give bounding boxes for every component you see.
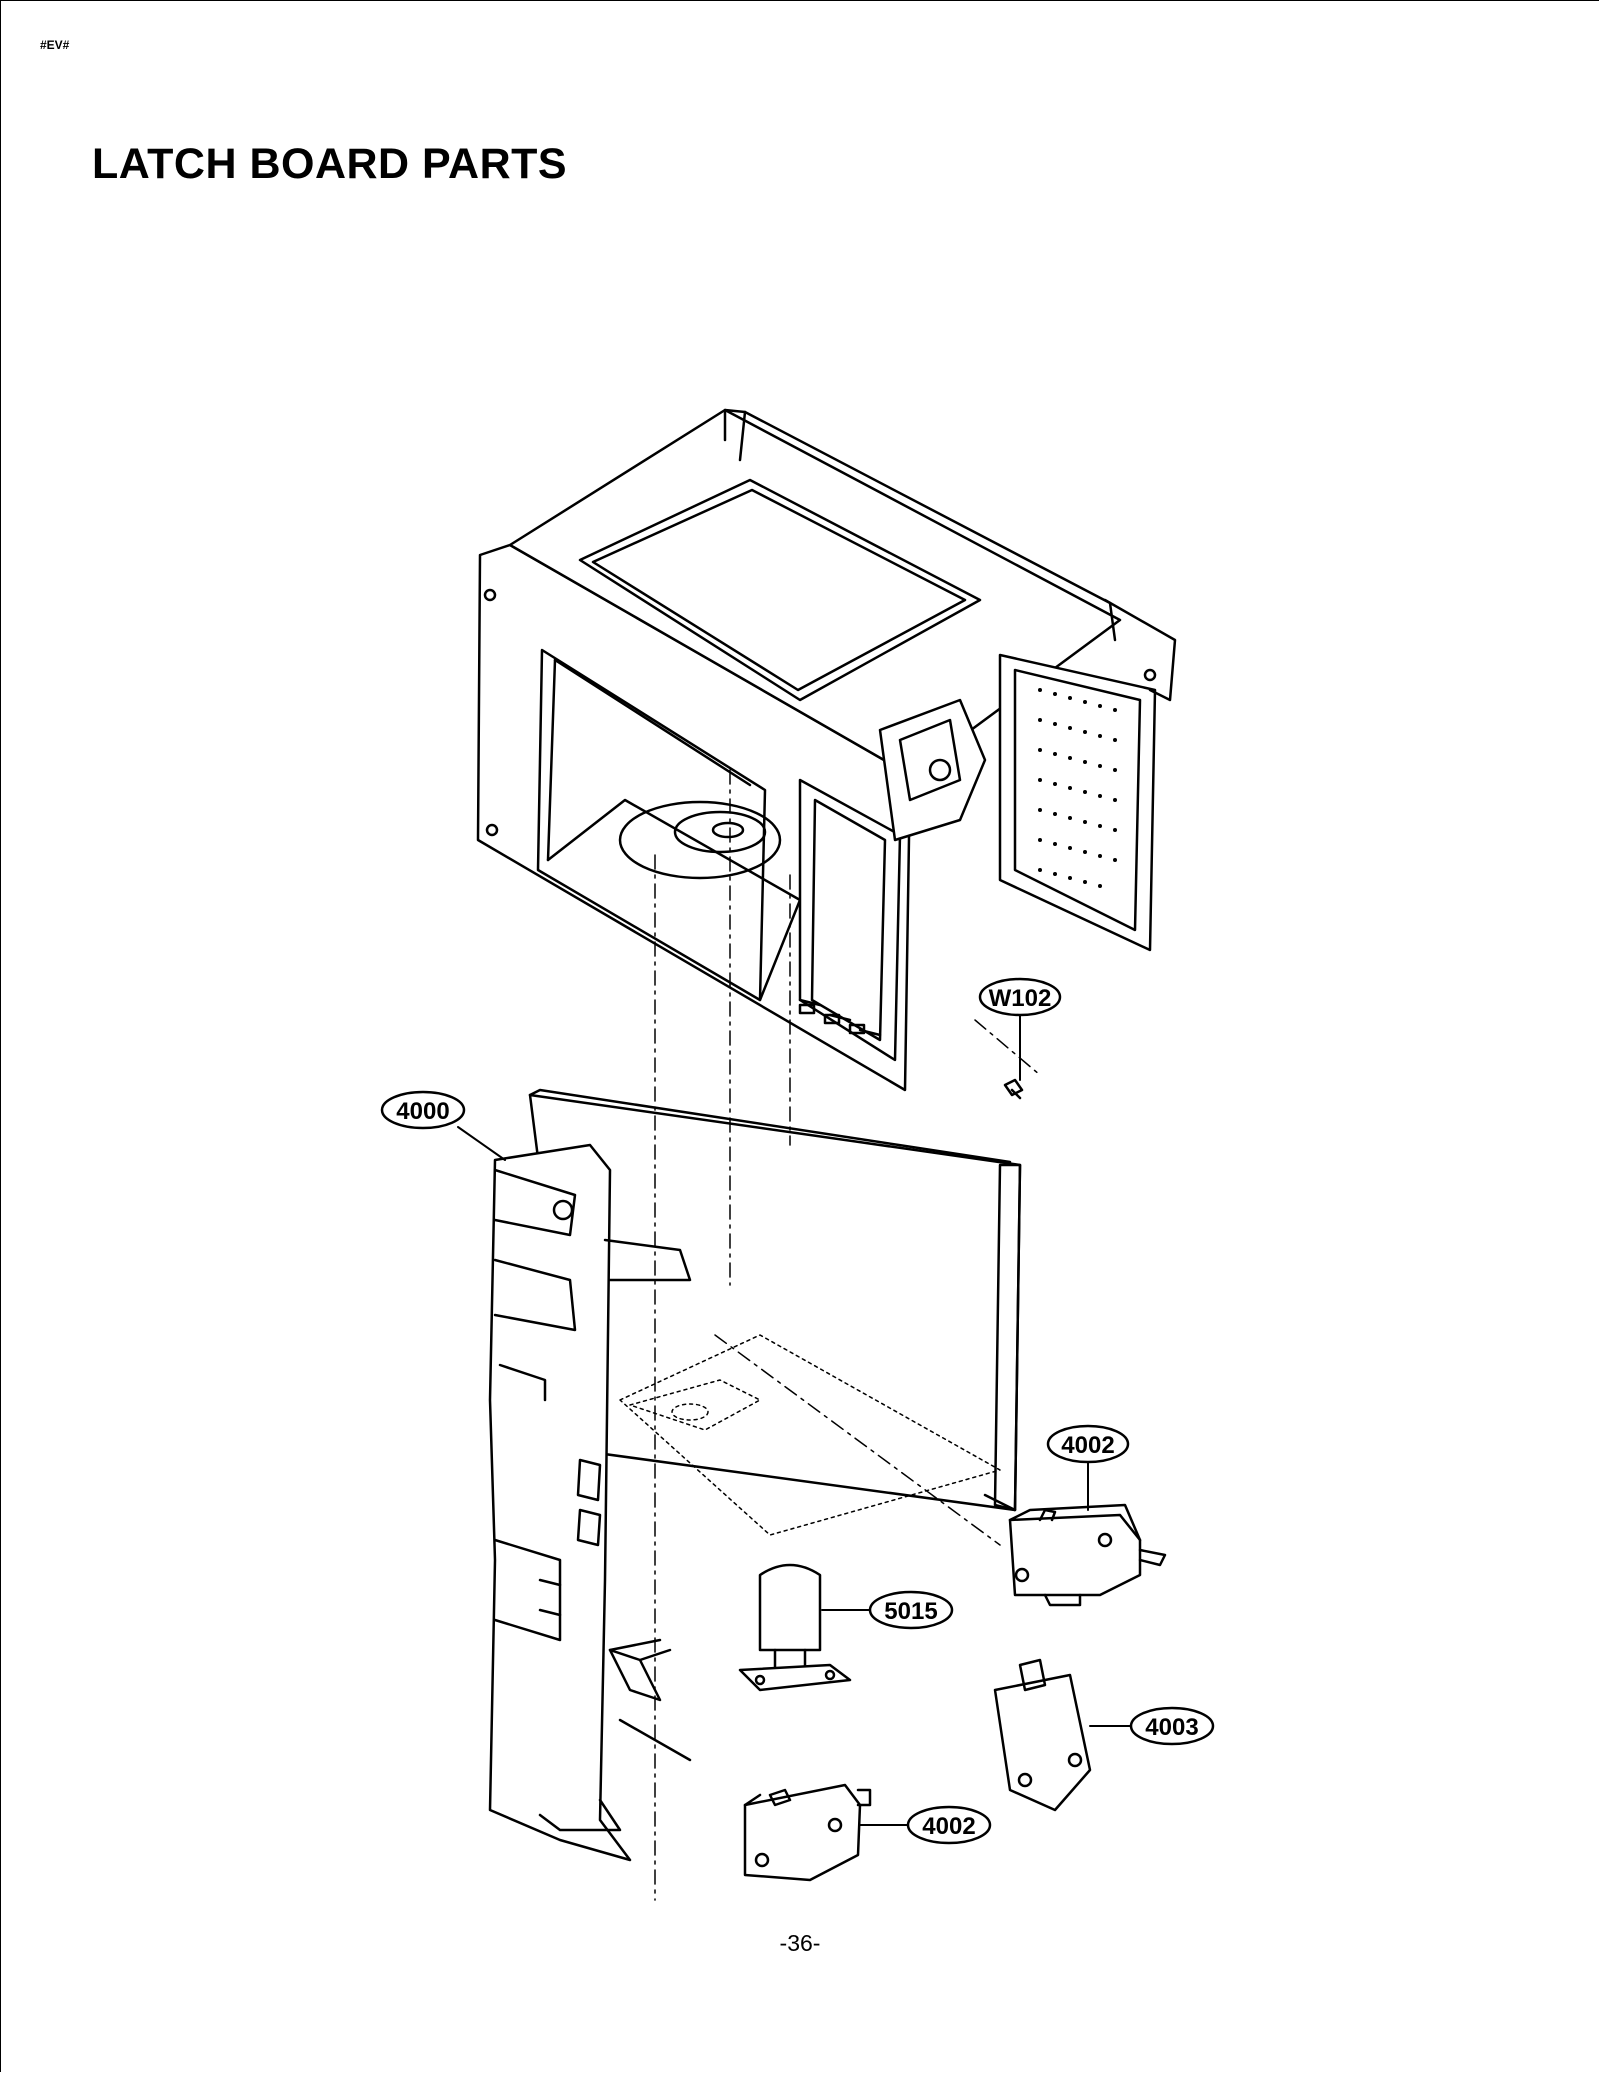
callout-w102: W102 [978,977,1062,1081]
callout-4002-lower: 4002 [859,1805,992,1845]
callout-label: 5015 [884,1598,937,1625]
pedal-dotted-outline [619,1334,1001,1536]
page-number: -36- [779,1930,821,1956]
callout-label: 4003 [1145,1714,1198,1741]
callout-label: W102 [989,985,1052,1012]
latch-board-panel [528,1088,1022,1512]
switch-4003 [993,1658,1092,1812]
latch-board-4000 [488,1143,692,1862]
screw-w102 [1003,1078,1024,1100]
callout-4000: 4000 [380,1090,506,1161]
callout-label: 4002 [1061,1432,1114,1459]
callout-label: 4000 [396,1098,449,1125]
callout-5015: 5015 [821,1590,954,1630]
callout-label: 4002 [922,1813,975,1840]
document-code: #EV# [40,38,70,52]
page-title: LATCH BOARD PARTS [92,140,568,188]
switch-4002-upper [1008,1503,1167,1607]
assembly-dashed-lines [654,769,1041,1901]
cavity-assembly [476,408,1177,1092]
callout-4002-upper: 4002 [1046,1424,1130,1511]
interlock-5015 [738,1563,852,1692]
callout-4003: 4003 [1089,1706,1215,1746]
switch-4002-lower [743,1783,872,1882]
